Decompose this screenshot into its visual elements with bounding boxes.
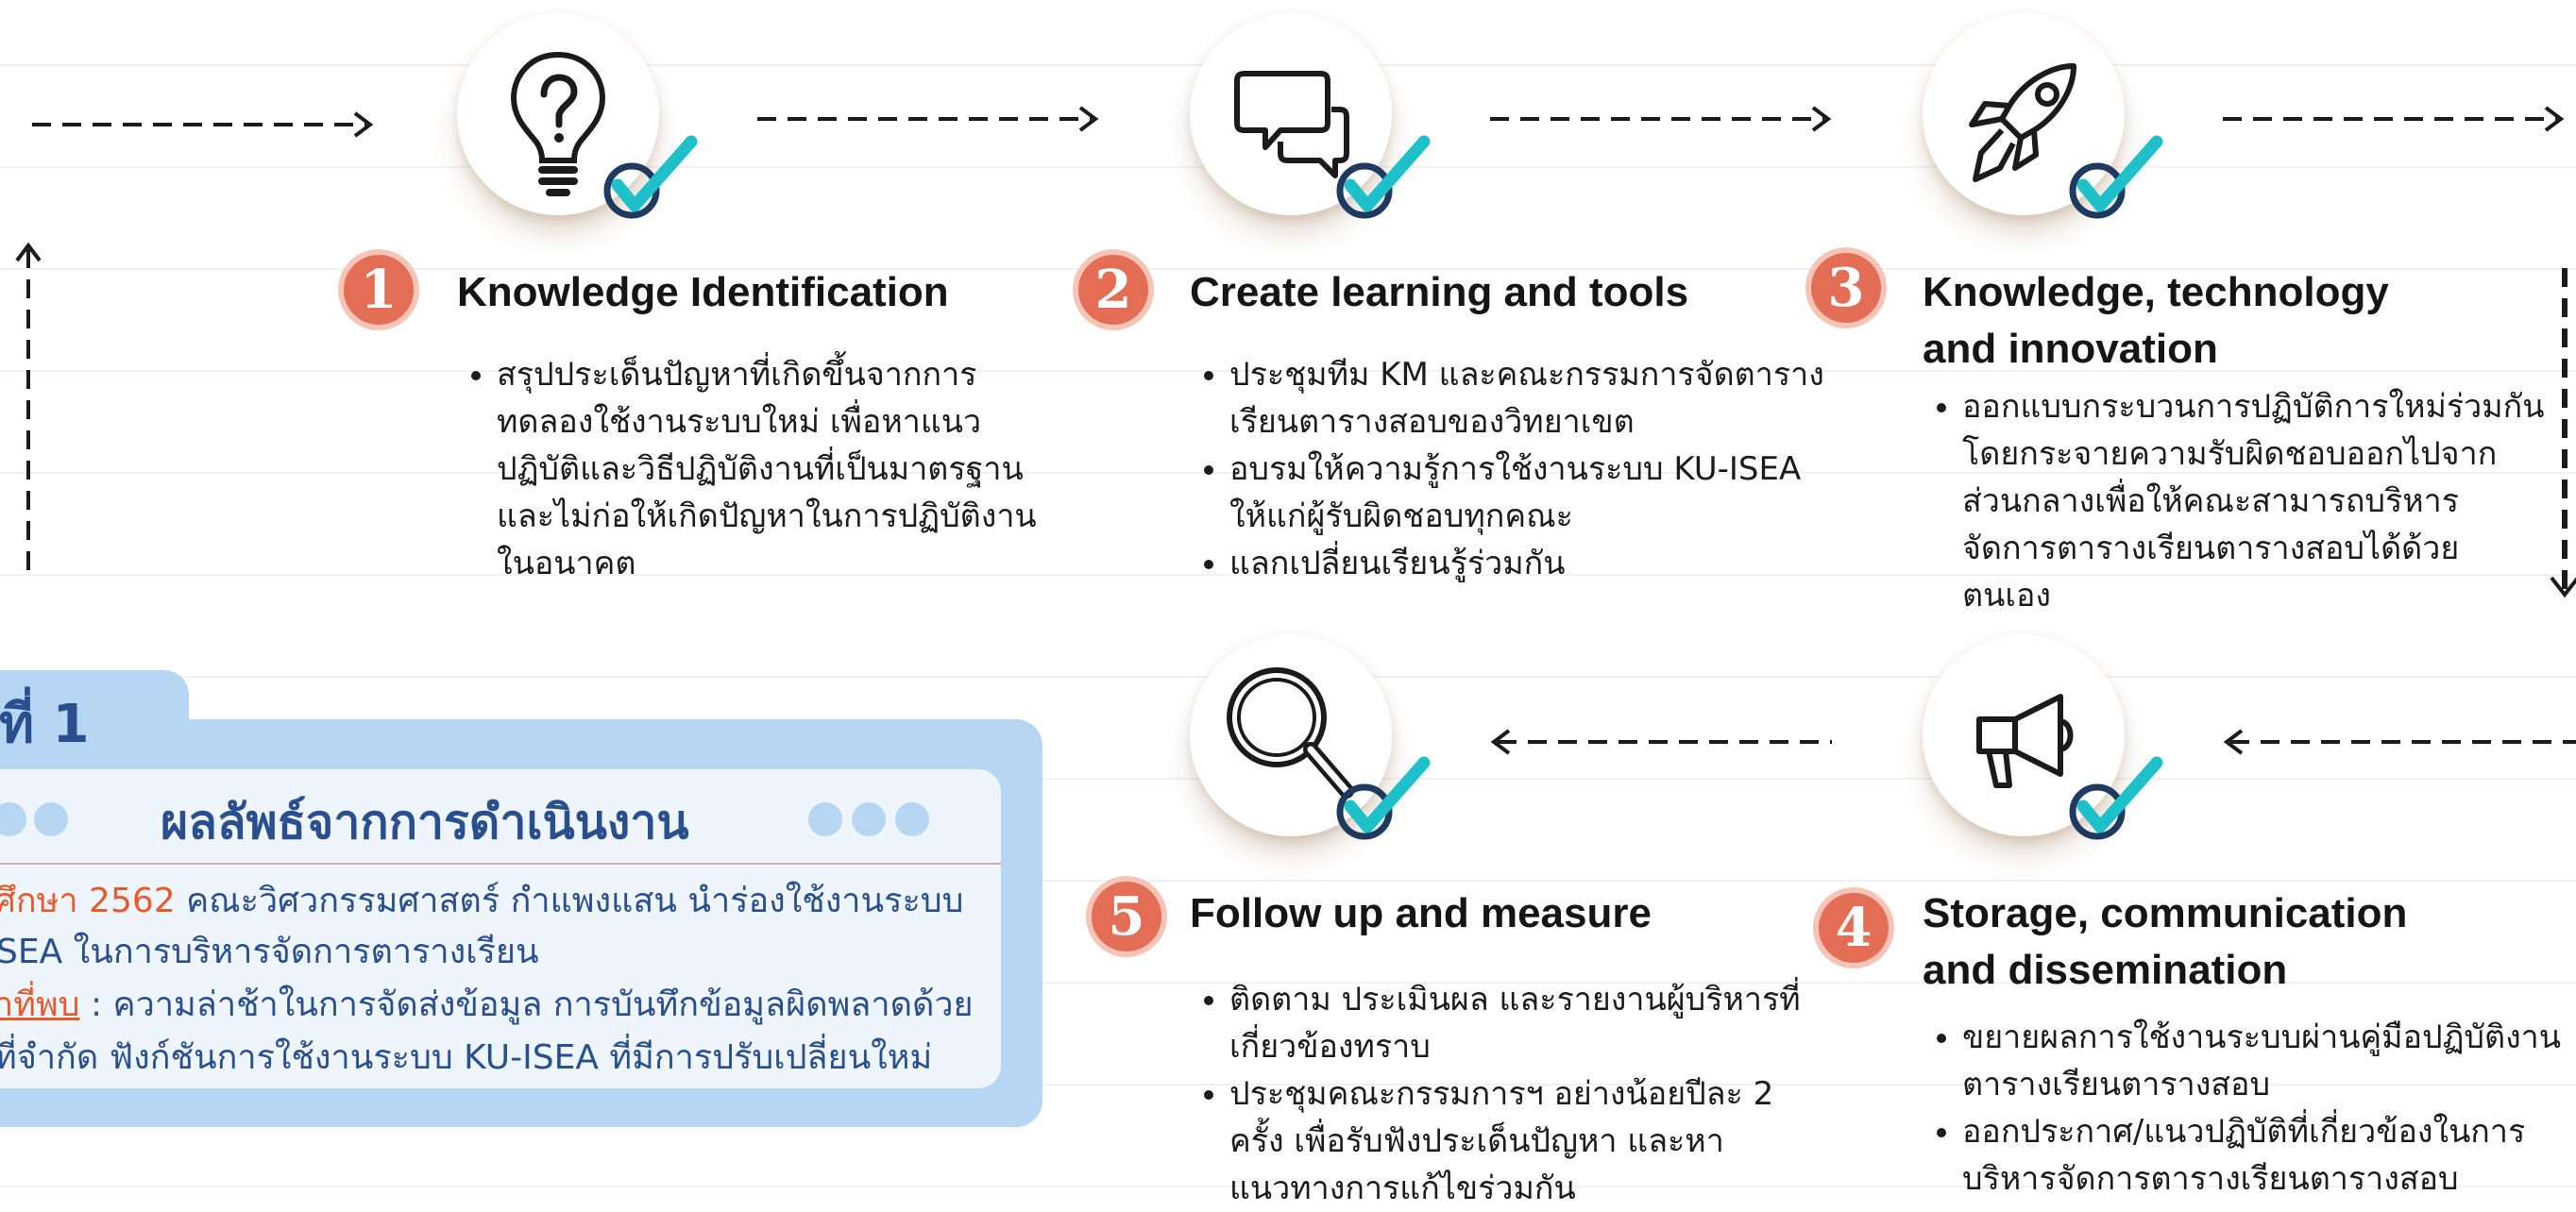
flow-arrow-right [2223,106,2565,132]
list-item: ประชุมทีม KM และคณะกรรมการจัดตารางเรียนต… [1229,351,1830,446]
decorative-dot [852,802,886,836]
flow-arrow-right [32,111,374,138]
step-2-icon-circle [1190,13,1431,219]
issue-label: าที่พบ [0,985,80,1024]
background-rule [0,574,2576,576]
step-4-icon-circle [1923,634,2163,840]
flow-arrow-right [1490,106,1832,132]
flow-arrow-down [2550,268,2576,598]
flow-arrow-left [2223,729,2576,755]
megaphone-icon [1976,694,2074,788]
step-title: Follow up and measure [1190,890,1652,936]
lightbulb-icon [510,51,606,196]
list-item: อบรมให้ความรู้การใช้งานระบบ KU-ISEA ให้แ… [1229,446,1830,540]
step-title: Knowledge, technology and innovation [1923,269,2389,372]
step-number-badge: 1 [338,249,419,330]
result-text: คณะวิศวกรรมศาสตร์ กำแพงแสน นำร่องใช้งานร… [175,882,964,920]
flow-arrow-right [757,106,1099,132]
step-number-badge: 2 [1073,249,1154,330]
checkmark-icon [603,135,698,219]
background-rule [0,370,2576,372]
list-item: ติดตาม ประเมินผล และรายงานผู้บริหารที่เก… [1229,976,1824,1070]
step-number-badge: 5 [1086,876,1167,957]
step-bullet-list: ขยายผลการใช้งานระบบผ่านคู่มือปฏิบัติงานต… [1923,1014,2563,1203]
flow-arrow-left [1490,729,1832,755]
step-title: Storage, communication and dissemination [1923,890,2408,993]
step-bullet-list: สรุปประเด็นปัญหาที่เกิดขึ้นจากการทดลองใช… [457,351,1048,587]
step-number-badge: 3 [1805,247,1887,328]
background-rule [0,268,2576,270]
result-line-3: าที่พบ : ความล่าช้าในการจัดส่งข้อมูล การ… [0,980,974,1031]
step-bullet-list: ประชุมทีม KM และคณะกรรมการจัดตารางเรียนต… [1190,351,1830,587]
result-text: : ความล่าช้าในการจัดส่งข้อมูล การบันทึกข… [79,985,974,1024]
list-item: แลกเปลี่ยนเรียนรู้ร่วมกัน [1229,540,1830,587]
decorative-dot [895,802,929,836]
chat-bubbles-icon [1234,71,1349,178]
list-item: ประชุมคณะกรรมการฯ อย่างน้อยปีละ 2 ครั้ง … [1229,1070,1824,1212]
result-line-2: SEA ในการบริหารจัดการตารางเรียน [0,933,539,971]
checkmark-icon [1336,135,1431,219]
result-line-1: ศึกษา 2562 คณะวิศวกรรมศาสตร์ กำแพงแสน นำ… [0,876,964,927]
step-3-icon-circle [1923,13,2163,219]
flow-arrow-up [15,242,42,578]
background-rule [0,1186,2576,1187]
checkmark-icon [2069,756,2163,840]
result-card-tab-label: อบที่ 1 [0,694,90,755]
list-item: สรุปประเด็นปัญหาที่เกิดขึ้นจากการทดลองใช… [497,351,1048,587]
list-item: ขยายผลการใช้งานระบบผ่านคู่มือปฏิบัติงานต… [1962,1014,2563,1108]
background-rule [0,982,2576,984]
background-rule [0,472,2576,474]
list-item: ออกแบบกระบวนการปฏิบัติการใหม่ร่วมกัน โดย… [1962,383,2548,619]
step-title: Create learning and tools [1190,269,1689,315]
rocket-icon [1969,63,2076,182]
magnifier-icon [1227,667,1354,799]
background-rule [0,1084,2576,1086]
step-title: Knowledge Identification [457,269,949,315]
step-bullet-list: ออกแบบกระบวนการปฏิบัติการใหม่ร่วมกัน โดย… [1923,383,2548,619]
step-5-icon-circle [1190,634,1431,840]
list-item: ออกประกาศ/แนวปฏิบัติที่เกี่ยวข้องในการบร… [1962,1108,2563,1203]
year-highlight: ศึกษา 2562 [0,882,176,920]
result-card-heading: ผลลัพธ์จากการดำเนินงาน [161,795,689,850]
step-bullet-list: ติดตาม ประเมินผล และรายงานผู้บริหารที่เก… [1190,976,1824,1212]
decorative-dot [0,802,26,836]
step-number-badge: 4 [1813,887,1894,968]
background-rule [0,880,2576,882]
step-1-icon-circle [457,13,698,219]
result-card-divider [0,863,1001,865]
checkmark-icon [2069,135,2163,219]
result-line-4: ที่จำกัด ฟังก์ชันการใช้งานระบบ KU-ISEA ท… [0,1038,933,1077]
decorative-dot [34,802,68,836]
checkmark-icon [1336,756,1431,840]
decorative-dot [808,802,842,836]
